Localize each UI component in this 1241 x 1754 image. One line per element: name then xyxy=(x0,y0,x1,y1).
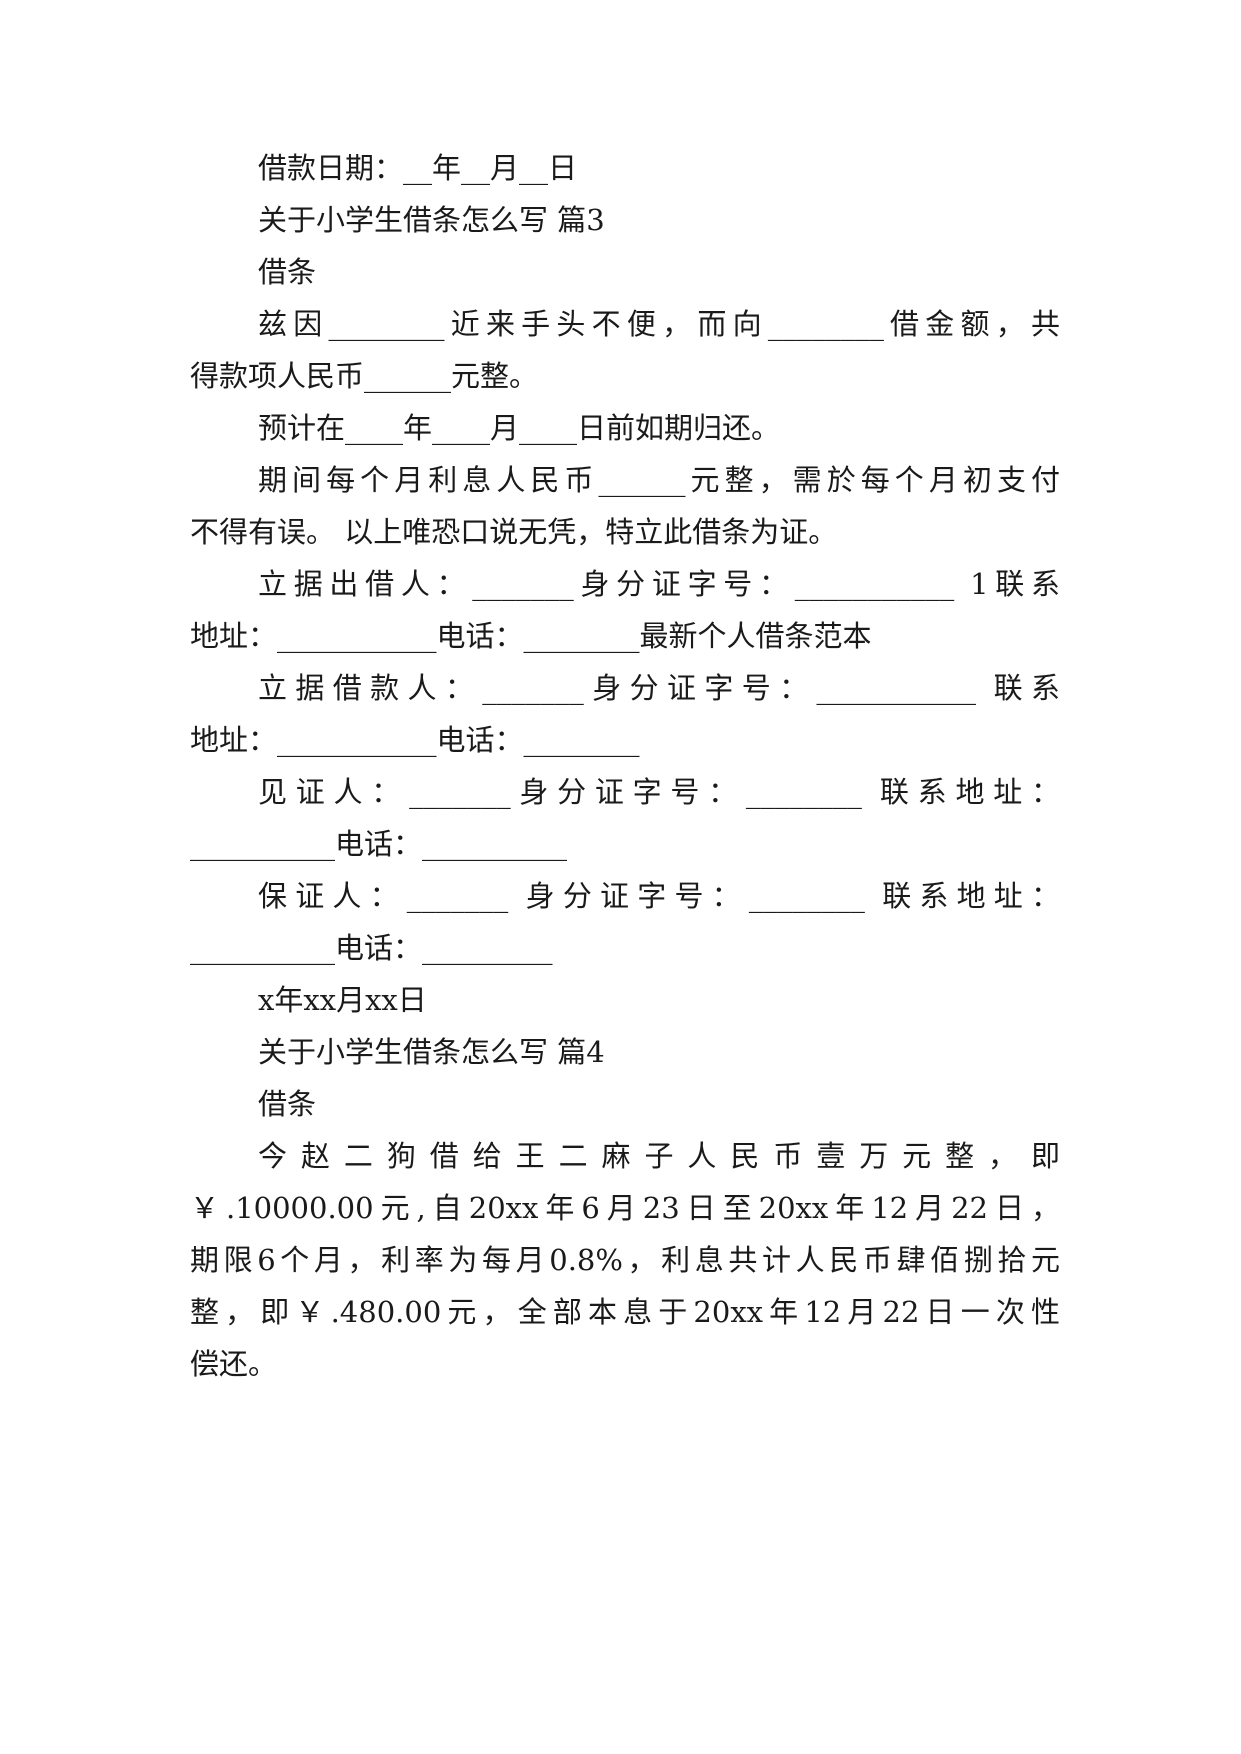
loan-paragraph-line: 整，即￥.480.00元，全部本息于20xx年12月22日一次性 xyxy=(190,1295,1060,1329)
repayment-date-line: 预计在____年____月____日前如期归还。 xyxy=(258,411,781,445)
interest-paragraph-line: 期间每个月利息人民币______元整，需於每个月初支付 xyxy=(258,463,1060,497)
loan-paragraph-line: 偿还。 xyxy=(190,1347,278,1381)
iou-title-3: 借条 xyxy=(258,255,317,289)
lender-info-line: 地址：___________电话：________最新个人借条范本 xyxy=(190,619,872,653)
guarantor-info-line: 保证人：_______ 身分证字号：________ 联系地址： xyxy=(258,879,1060,913)
interest-paragraph-line: 不得有误。 以上唯恐口说无凭，特立此借条为证。 xyxy=(190,515,838,549)
guarantor-info-line: __________电话：_________ xyxy=(190,931,553,965)
body-paragraph-line: 得款项人民币______元整。 xyxy=(190,359,539,393)
signature-date-line: x年xx月xx日 xyxy=(258,983,427,1017)
witness-info-line: 见证人：_______身分证字号：________ 联系地址： xyxy=(258,775,1060,809)
loan-paragraph-line: 今赵二狗借给王二麻子人民币壹万元整，即 xyxy=(258,1139,1060,1173)
borrower-info-line: 地址：___________电话：________ xyxy=(190,723,640,757)
section-heading-3: 关于小学生借条怎么写 篇3 xyxy=(258,203,605,237)
body-paragraph-line: 兹因________近来手头不便，而向________借金额，共 xyxy=(258,307,1060,341)
section-heading-4: 关于小学生借条怎么写 篇4 xyxy=(258,1035,605,1069)
iou-title-4: 借条 xyxy=(258,1087,317,1121)
borrower-info-line: 立据借款人：_______身分证字号：___________ 联系 xyxy=(258,671,1060,705)
lender-info-line: 立据出借人：_______身分证字号：___________ 1联系 xyxy=(258,567,1060,601)
loan-date-line: 借款日期：__年__月__日 xyxy=(258,151,578,185)
witness-info-line: __________电话：__________ xyxy=(190,827,568,861)
loan-paragraph-line: ￥.10000.00元,自20xx年6月23日至20xx年12月22日， xyxy=(190,1191,1060,1225)
loan-paragraph-line: 期限6个月，利率为每月0.8%，利息共计人民币肆佰捌拾元 xyxy=(190,1243,1060,1277)
